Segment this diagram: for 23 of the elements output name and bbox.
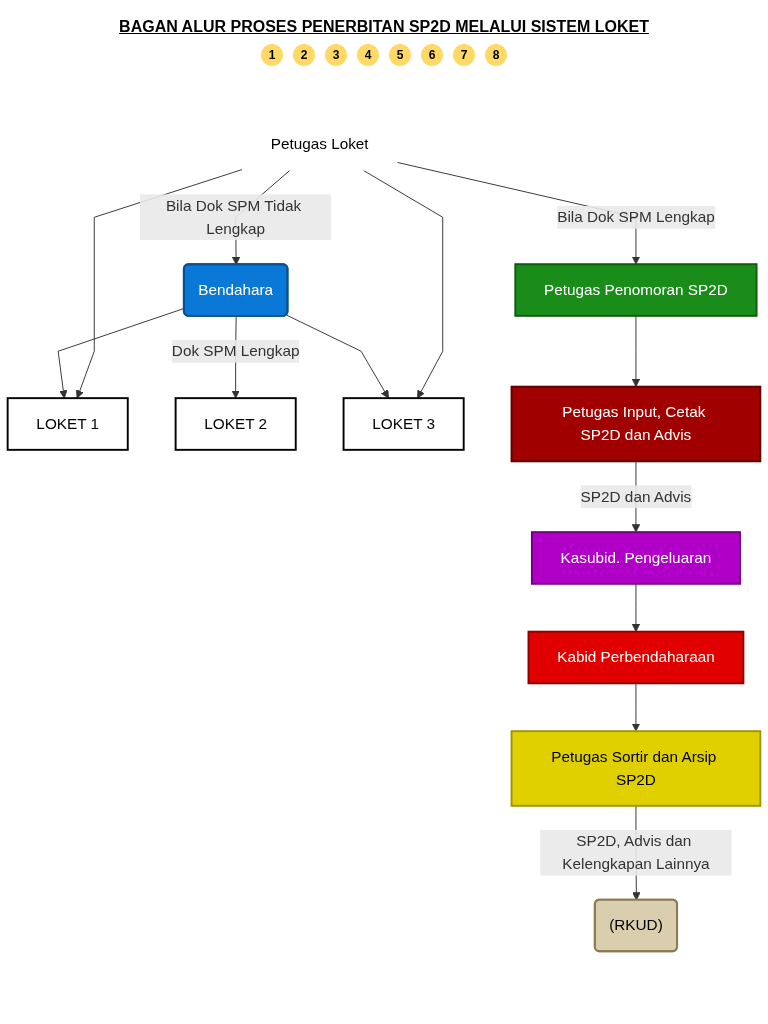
step-number-badge: 3 (325, 44, 347, 66)
edge-label: SP2D, Advis dan Kelengkapan Lainnya (562, 832, 710, 872)
node-box: LOKET 2 (174, 397, 297, 451)
step-number-badge: 8 (485, 44, 507, 66)
node-box: Petugas Input, Cetak SP2D dan Advis (510, 385, 762, 463)
step-number-badge: 2 (293, 44, 315, 66)
diagram-title: BAGAN ALUR PROSES PENERBITAN SP2D MELALUI SISTEM LOKET (118, 18, 650, 36)
node-box: Kasubid. Pengeluaran (530, 531, 741, 585)
node-box: LOKET 1 (6, 397, 129, 451)
node-box: LOKET 3 (342, 397, 465, 451)
edge-label: SP2D dan Advis (580, 488, 692, 505)
edge-label: Dok SPM Lengkap (171, 342, 300, 359)
step-number-badge: 5 (389, 44, 411, 66)
node-box: Petugas Penomoran SP2D (514, 263, 758, 317)
step-number-badge: 4 (357, 44, 379, 66)
step-number-badge: 7 (453, 44, 475, 66)
step-number-badge: 6 (421, 44, 443, 66)
step-number-badge: 1 (261, 44, 283, 66)
node-box: Petugas Sortir dan Arsip SP2D (510, 730, 762, 807)
node-text: Petugas Loket (270, 135, 369, 153)
edge-label: Bila Dok SPM Tidak Lengkap (165, 197, 302, 237)
edge-label: Bila Dok SPM Lengkap (557, 208, 715, 225)
node-box: Kabid Perbendaharaan (527, 630, 745, 685)
